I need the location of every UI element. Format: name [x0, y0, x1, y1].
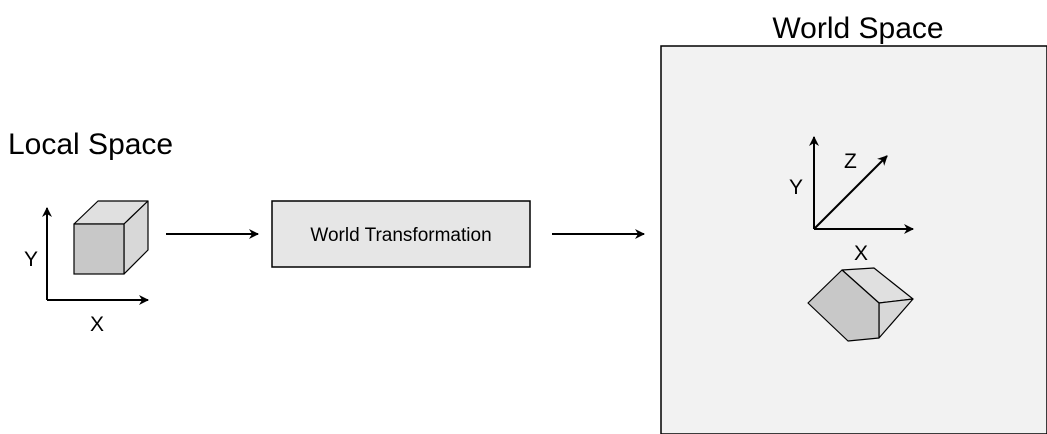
local-space-title: Local Space — [8, 128, 173, 161]
world-space-title: World Space — [772, 12, 943, 45]
world-transformation-label: World Transformation — [310, 225, 491, 246]
local-space-group: Local Space Y X — [8, 128, 173, 336]
world-transformation-box: World Transformation — [271, 200, 531, 268]
world-space-group: World Space Y Z X — [660, 12, 1047, 434]
world-z-axis — [813, 155, 888, 230]
world-y-axis-label: Y — [789, 176, 803, 199]
local-cube — [73, 200, 149, 275]
world-transformation-rect — [271, 200, 531, 268]
local-cube-front — [73, 223, 125, 275]
world-space-panel — [660, 45, 1047, 434]
world-cube — [807, 267, 914, 342]
local-y-axis-label: Y — [24, 248, 38, 271]
world-z-axis-label: Z — [844, 150, 857, 173]
world-x-axis-label: X — [854, 242, 868, 265]
world-cube-front — [807, 269, 880, 342]
local-x-axis-label: X — [90, 313, 104, 336]
